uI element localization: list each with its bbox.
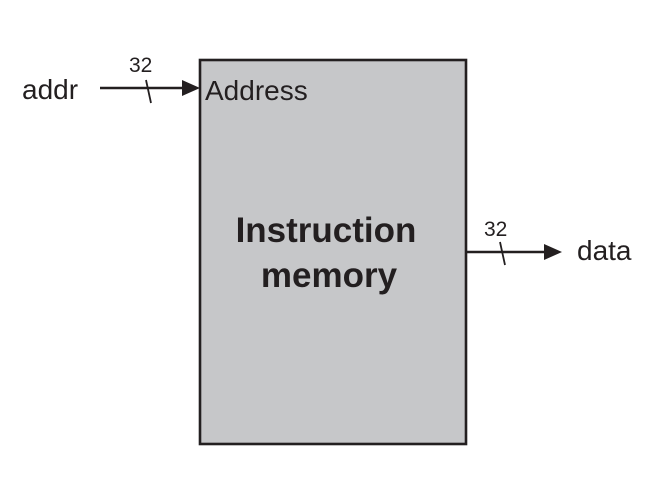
address-port-label: Address	[205, 75, 308, 106]
output-wire	[466, 241, 562, 266]
output-bus-width-label: 32	[484, 218, 507, 241]
block-title-line1: Instruction	[236, 211, 417, 250]
output-arrowhead	[544, 244, 562, 260]
input-bus-width-label: 32	[129, 54, 152, 77]
input-bus-slash	[145, 79, 152, 104]
input-arrowhead	[182, 80, 200, 96]
input-signal-label: addr	[22, 74, 78, 105]
output-bus-slash	[499, 241, 506, 266]
memory-block	[198, 58, 468, 446]
output-signal-label: data	[577, 235, 632, 266]
block-title-line2: memory	[261, 256, 398, 295]
input-wire	[100, 79, 200, 104]
